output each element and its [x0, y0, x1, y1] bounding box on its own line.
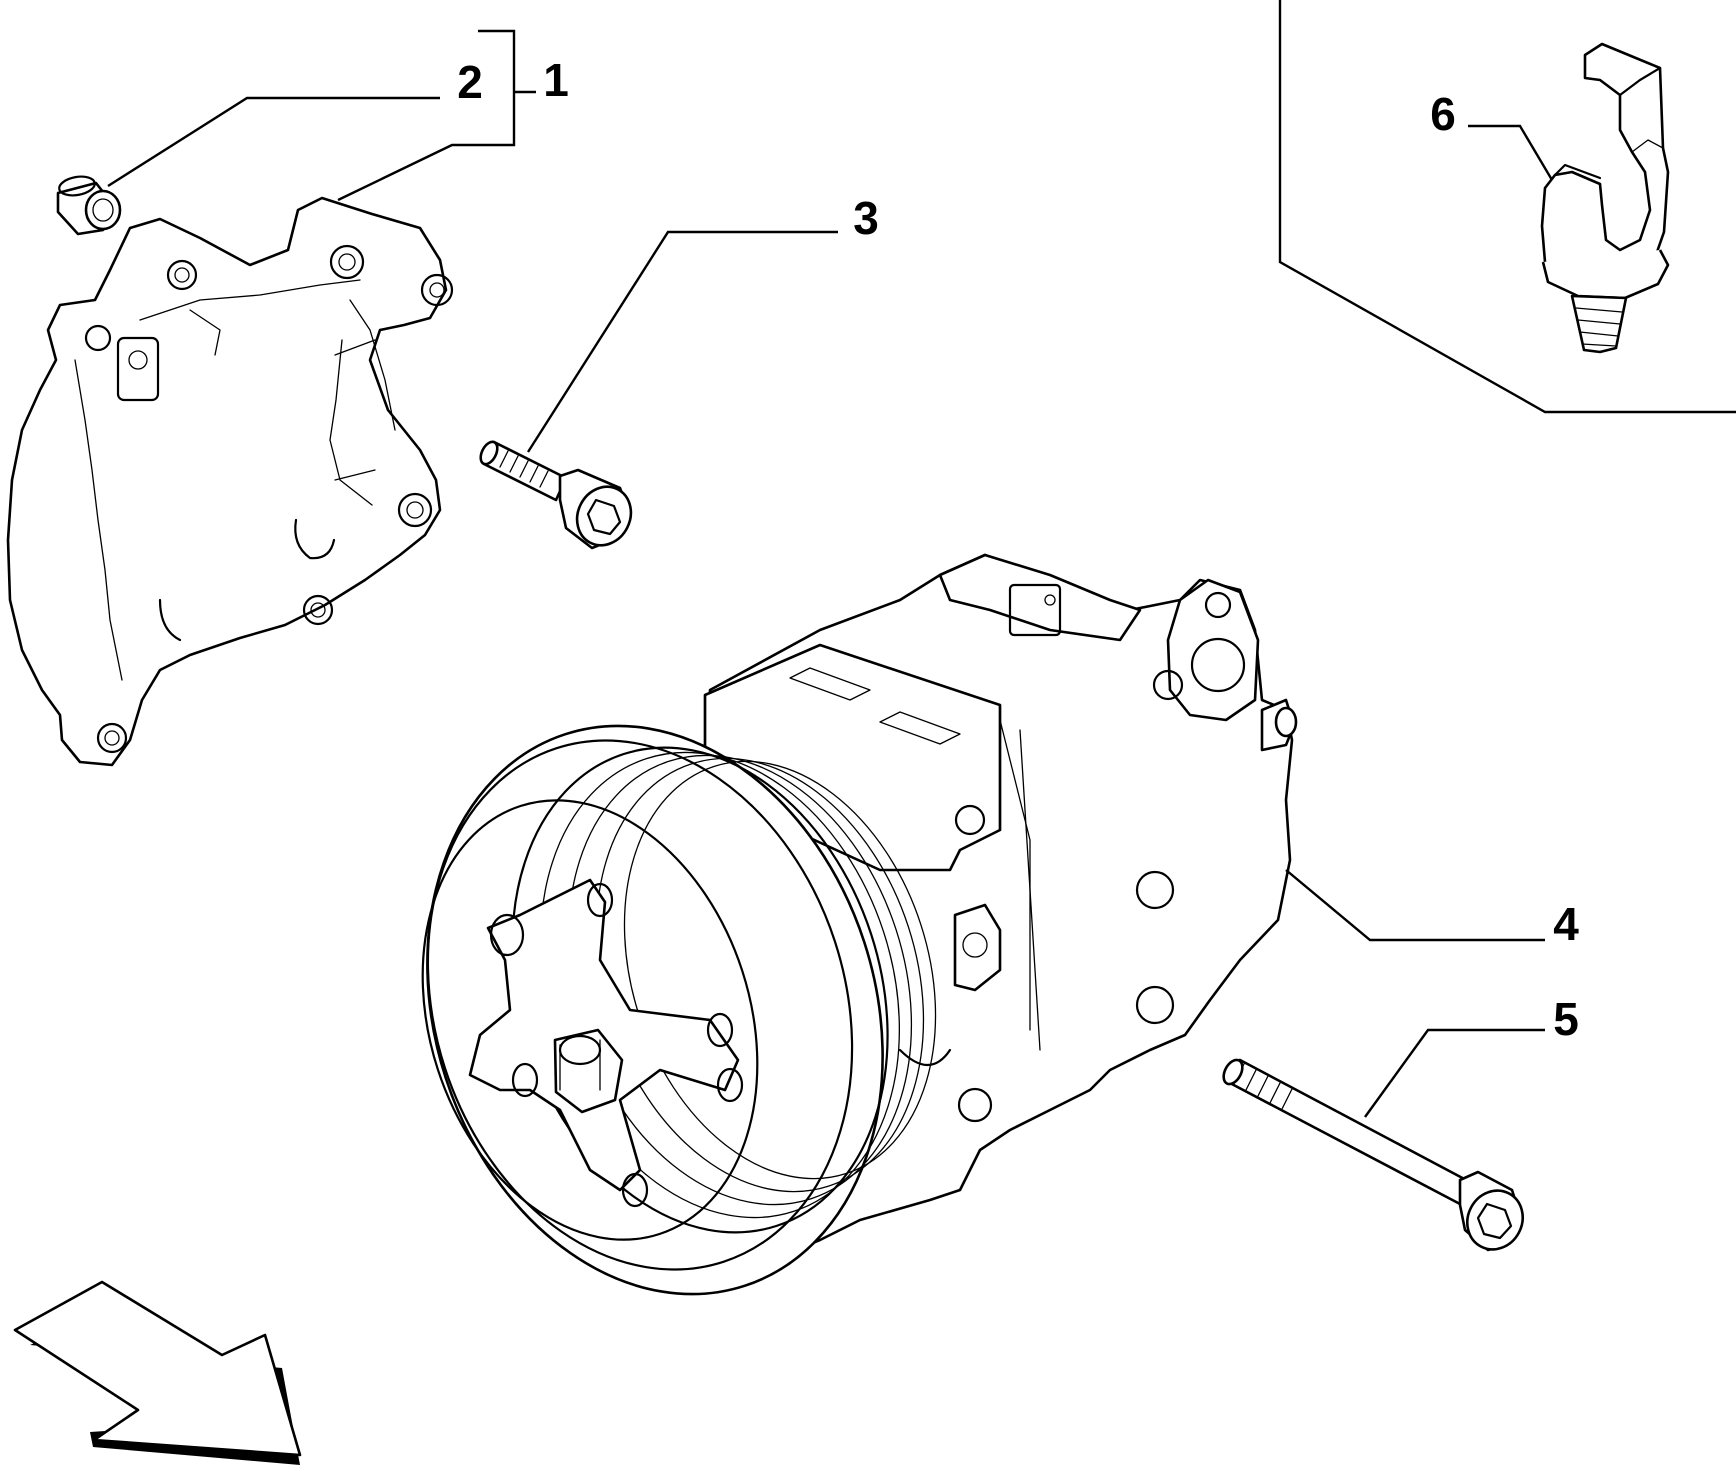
callout-2[interactable]: 2: [457, 56, 483, 108]
detail-inset-frame: [1278, 0, 1736, 414]
leader-1-bracket: [337, 29, 516, 202]
leader-6: [1468, 124, 1554, 181]
callout-1[interactable]: 1: [543, 54, 569, 106]
leader-2: [107, 96, 440, 188]
ac-compressor-icon[interactable]: [356, 553, 1298, 1354]
callout-3[interactable]: 3: [853, 192, 879, 244]
pipe-clip-icon[interactable]: [1540, 42, 1670, 354]
leader-5: [1364, 1028, 1545, 1118]
compressor-bracket-icon[interactable]: [6, 196, 454, 767]
callout-4[interactable]: 4: [1553, 898, 1579, 950]
callout-6[interactable]: 6: [1430, 88, 1456, 140]
leader-4: [1285, 869, 1545, 942]
long-bolt-icon[interactable]: [1220, 1057, 1533, 1259]
bushing-icon[interactable]: [56, 174, 122, 236]
leader-lines: [107, 29, 1554, 1118]
leader-3: [526, 230, 838, 453]
direction-arrow-icon: [13, 1280, 302, 1465]
callout-5[interactable]: 5: [1553, 993, 1579, 1045]
bolt-icon[interactable]: [477, 439, 640, 554]
